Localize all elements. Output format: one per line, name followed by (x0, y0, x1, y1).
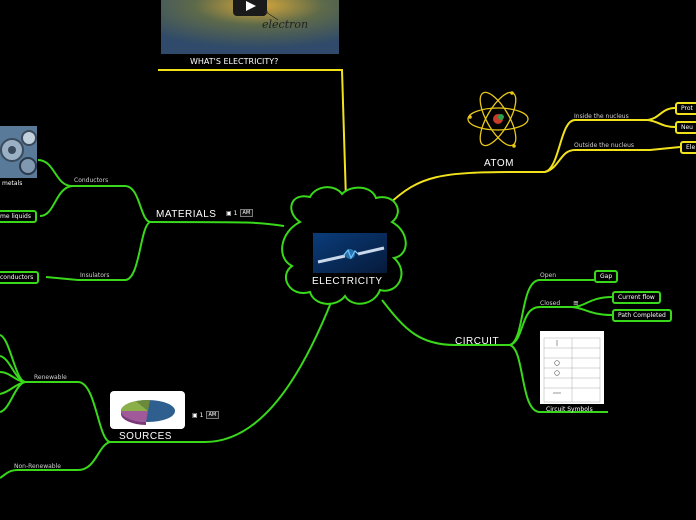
link-insulators (45, 221, 151, 281)
link-root-atom (387, 171, 545, 206)
comment-icon: ▣ (226, 209, 232, 217)
circuit-label[interactable]: CIRCUIT (455, 336, 500, 347)
link-outside-ele (544, 146, 681, 173)
link-symbols (509, 344, 608, 413)
gap-leaf[interactable]: Gap (594, 270, 619, 283)
sources-time-badge: AM (205, 411, 220, 419)
root-label[interactable]: ELECTRICITY (312, 276, 383, 287)
sources-comment-count: 1 (199, 411, 204, 419)
atom-inside-label[interactable]: Inside the nucleus (574, 113, 629, 120)
atom-leaf-neutrons[interactable]: Neu (675, 121, 696, 134)
link-root-circuit (381, 299, 510, 346)
circuit-open-label[interactable]: Open (540, 272, 557, 279)
nonrenewable-label[interactable]: Non-Renewable (14, 463, 61, 470)
materials-comment-badge[interactable]: ▣ 1 AM (226, 209, 254, 217)
circuit-symbols-image (540, 331, 604, 404)
circuit-symbols-label[interactable]: Circuit Symbols (546, 406, 593, 413)
atom-label[interactable]: ATOM (484, 158, 514, 169)
link-inside-neu (647, 119, 676, 128)
video-thumbnail[interactable] (161, 0, 339, 54)
path-completed-leaf[interactable]: Path Completed (612, 309, 672, 322)
conductors-label[interactable]: Conductors (74, 177, 109, 184)
link-closed-path (571, 306, 613, 316)
insulators-leaf[interactable]: conductors (0, 271, 40, 284)
comment-icon: ▣ (192, 411, 198, 419)
renewable-label[interactable]: Renewable (34, 374, 67, 381)
link-nonrenewable (0, 441, 111, 479)
link-closed-current (509, 296, 613, 346)
gears-image (0, 126, 37, 178)
play-icon (246, 1, 256, 11)
link-root-sources (110, 299, 333, 443)
notes-icon[interactable]: ≡ (573, 299, 579, 307)
materials-comment-count: 1 (233, 209, 238, 217)
link-renewable (25, 381, 111, 443)
materials-time-badge: AM (239, 209, 254, 217)
atom-leaf-protons[interactable]: Prot (675, 102, 696, 115)
link-ren-3 (0, 371, 26, 383)
link-conductors (37, 159, 151, 223)
insulators-label[interactable]: Insulators (80, 272, 110, 279)
atom-leaf-electrons[interactable]: Ele (680, 141, 696, 154)
metals-label[interactable]: metals (0, 180, 25, 187)
link-root-video (158, 69, 347, 201)
atom-outside-label[interactable]: Outside the nucleus (574, 142, 635, 149)
yellow-connectors (158, 69, 681, 206)
video-caption[interactable]: WHAT'S ELECTRICITY? (190, 57, 279, 66)
link-liquids (39, 185, 73, 217)
liquids-leaf[interactable]: me liquids (0, 210, 37, 223)
link-ren-5 (0, 381, 26, 413)
electricity-image (313, 233, 387, 273)
current-flow-leaf[interactable]: Current flow (612, 291, 661, 304)
materials-label[interactable]: MATERIALS (156, 209, 217, 220)
sources-comment-badge[interactable]: ▣ 1 AM (192, 411, 220, 419)
circuit-closed-label[interactable]: Closed (540, 300, 561, 307)
sources-label[interactable]: SOURCES (119, 431, 172, 442)
green-connectors (0, 159, 613, 479)
link-root-materials (149, 221, 285, 227)
video-overlay-text: electron (262, 18, 309, 31)
atom-icon (467, 91, 529, 148)
pie-chart-image (110, 391, 185, 429)
link-inside-prot (544, 107, 676, 173)
